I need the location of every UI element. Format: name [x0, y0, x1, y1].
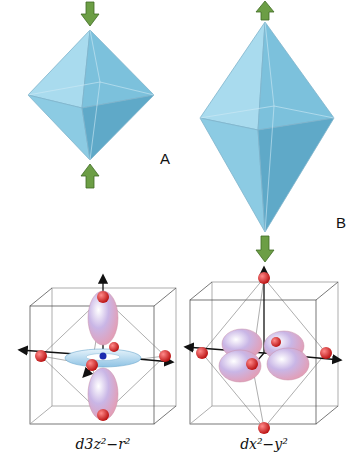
orbital-label: d3z²−r² — [76, 436, 131, 452]
compression-arrows — [81, 2, 99, 188]
panel-letter: A — [160, 150, 170, 167]
elongation-arrows — [256, 1, 274, 262]
octahedron-b — [200, 22, 334, 232]
octahedron-a — [28, 30, 154, 160]
cube-a — [20, 276, 176, 424]
orbital-label: dx²−y² — [240, 436, 288, 452]
panel-letter: B — [336, 214, 346, 231]
cube-b — [186, 268, 340, 434]
